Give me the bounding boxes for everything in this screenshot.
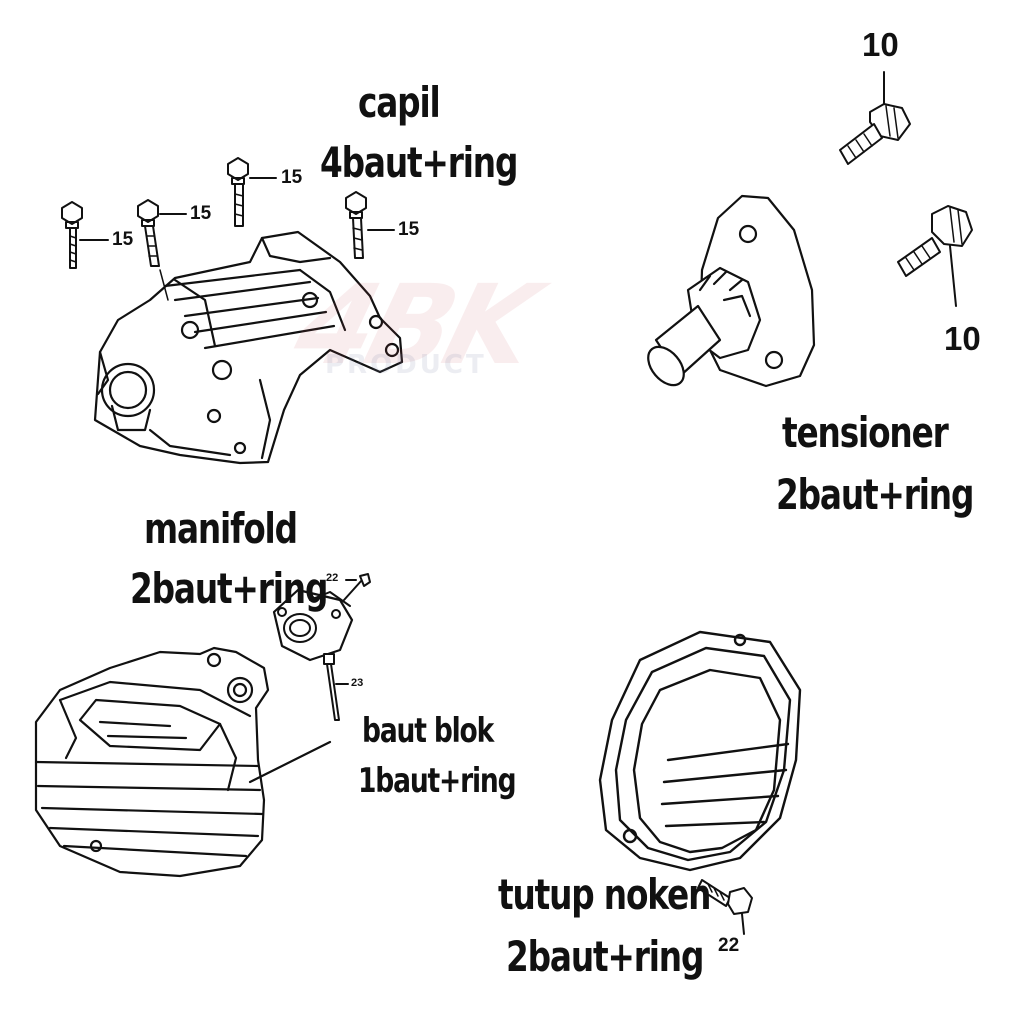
callout-15-d: 15 [398,219,420,240]
bolt-15-d [345,191,395,259]
label-tensioner-detail: 2baut+ring [776,470,974,519]
bolt-15-a [61,201,109,269]
cylinder-head-cover-drawing [93,230,404,465]
callout-15-b: 15 [190,203,212,224]
tensioner-drawing [647,194,816,388]
label-baut-blok-detail: 1baut+ring [358,761,517,801]
label-capil-title: capil [358,78,441,127]
label-manifold-title: manifold [144,504,298,553]
cam-cover-drawing [598,630,802,872]
cylinder-head-drawing [34,646,332,878]
label-manifold-detail: 2baut+ring [130,564,328,613]
callout-10-b: 10 [944,320,981,357]
bolt-22-cam-cover [697,879,753,935]
label-tutup-noken-detail: 2baut+ring [506,932,704,981]
callout-15-c: 15 [281,167,303,188]
bolt-10-a [839,71,911,165]
callout-10-a: 10 [862,26,899,63]
manifold-drawing [272,573,371,662]
callout-22-cam-cover: 22 [718,935,740,956]
watermark-subtext: PRODUCT [325,350,487,380]
label-capil-detail: 4baut+ring [320,138,518,187]
callout-15-a: 15 [112,229,134,250]
callout-22-manifold: 22 [326,572,339,584]
bolt-15-c [227,157,277,227]
callout-23: 23 [351,677,364,689]
label-tensioner-title: tensioner [782,408,949,457]
label-baut-blok-title: baut blok [362,711,494,751]
label-tutup-noken-title: tutup noken [498,870,711,919]
bolt-23 [323,653,349,721]
capil-leader-line [159,269,169,301]
bolt-10-b [897,205,973,307]
bolt-15-b [137,199,187,267]
